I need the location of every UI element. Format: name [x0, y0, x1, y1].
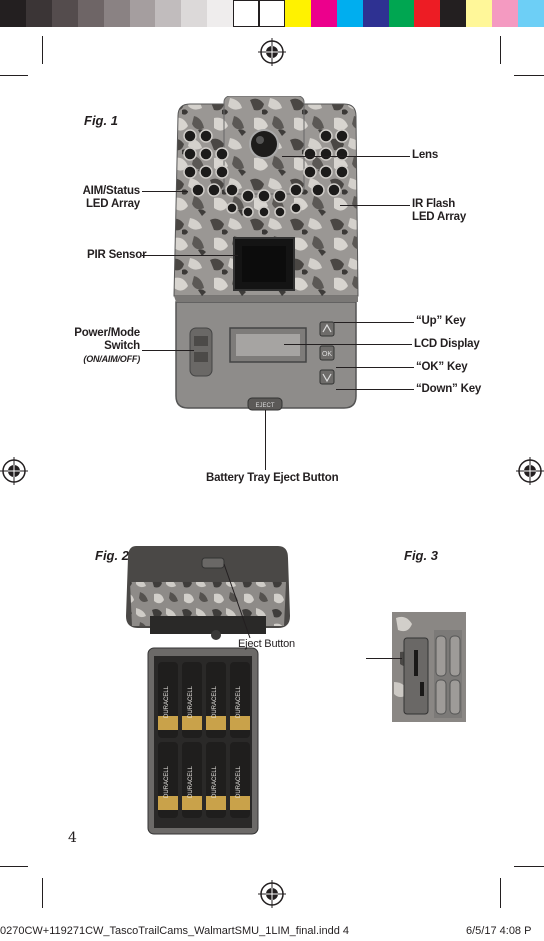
registration-mark-icon	[0, 457, 28, 485]
eject-button-label: Eject Button	[238, 638, 295, 650]
battery-label: DURACELL	[164, 685, 170, 718]
battery-label: DURACELL	[164, 765, 170, 798]
figure-1-title: Fig. 1	[84, 113, 118, 128]
battery-label: DURACELL	[212, 765, 218, 798]
registration-mark-icon	[258, 38, 286, 66]
color-swatch	[77, 0, 105, 27]
ok-key-text: OK	[322, 351, 332, 358]
battery-label: DURACELL	[236, 765, 242, 798]
registration-mark-icon	[258, 880, 286, 908]
color-swatch	[284, 0, 312, 27]
battery-label: DURACELL	[236, 685, 242, 718]
camera-side-illustration	[392, 612, 466, 722]
color-swatch	[362, 0, 390, 27]
up-key-label: “Up” Key	[416, 315, 466, 327]
color-swatch	[155, 0, 183, 27]
registration-mark-icon	[516, 457, 544, 485]
battery-label: DURACELL	[188, 765, 194, 798]
color-swatch	[336, 0, 364, 27]
color-swatch	[518, 0, 544, 27]
color-swatch	[103, 0, 131, 27]
down-key-label: “Down” Key	[416, 383, 482, 395]
color-swatch	[25, 0, 53, 27]
color-swatch	[233, 0, 261, 27]
timestamp-slug: 6/5/17 4:08 P	[466, 925, 532, 937]
figure-2-title: Fig. 2	[95, 548, 129, 563]
color-swatch	[414, 0, 442, 27]
battery-tray-illustration: DURACELL DURACELL DURACELL DURACELL DURA…	[126, 546, 290, 835]
battery-tray-eject-label: Battery Tray Eject Button	[206, 472, 339, 484]
color-swatch	[310, 0, 338, 27]
pir-sensor-label: PIR Sensor	[87, 249, 147, 261]
color-swatch	[492, 0, 520, 27]
color-swatch	[51, 0, 79, 27]
lcd-display-label: LCD Display	[414, 338, 480, 350]
figure-3-title: Fig. 3	[404, 548, 438, 563]
color-swatch	[207, 0, 235, 27]
color-swatch	[388, 0, 416, 27]
eject-button-text: EJECT	[255, 403, 274, 409]
file-name-slug: 0270CW+119271CW_TascoTrailCams_WalmartSM…	[0, 925, 349, 937]
color-swatch	[259, 0, 286, 27]
color-swatch	[181, 0, 209, 27]
color-swatch	[440, 0, 468, 27]
trail-camera-front-illustration: OK EJECT	[173, 96, 359, 411]
ok-key-label: “OK” Key	[416, 361, 468, 373]
battery-label: DURACELL	[212, 685, 218, 718]
color-swatch	[0, 0, 27, 27]
lens-label: Lens	[412, 149, 439, 161]
page-number: 4	[68, 830, 77, 846]
battery-label: DURACELL	[188, 685, 194, 718]
color-swatch	[129, 0, 157, 27]
color-swatch	[466, 0, 494, 27]
